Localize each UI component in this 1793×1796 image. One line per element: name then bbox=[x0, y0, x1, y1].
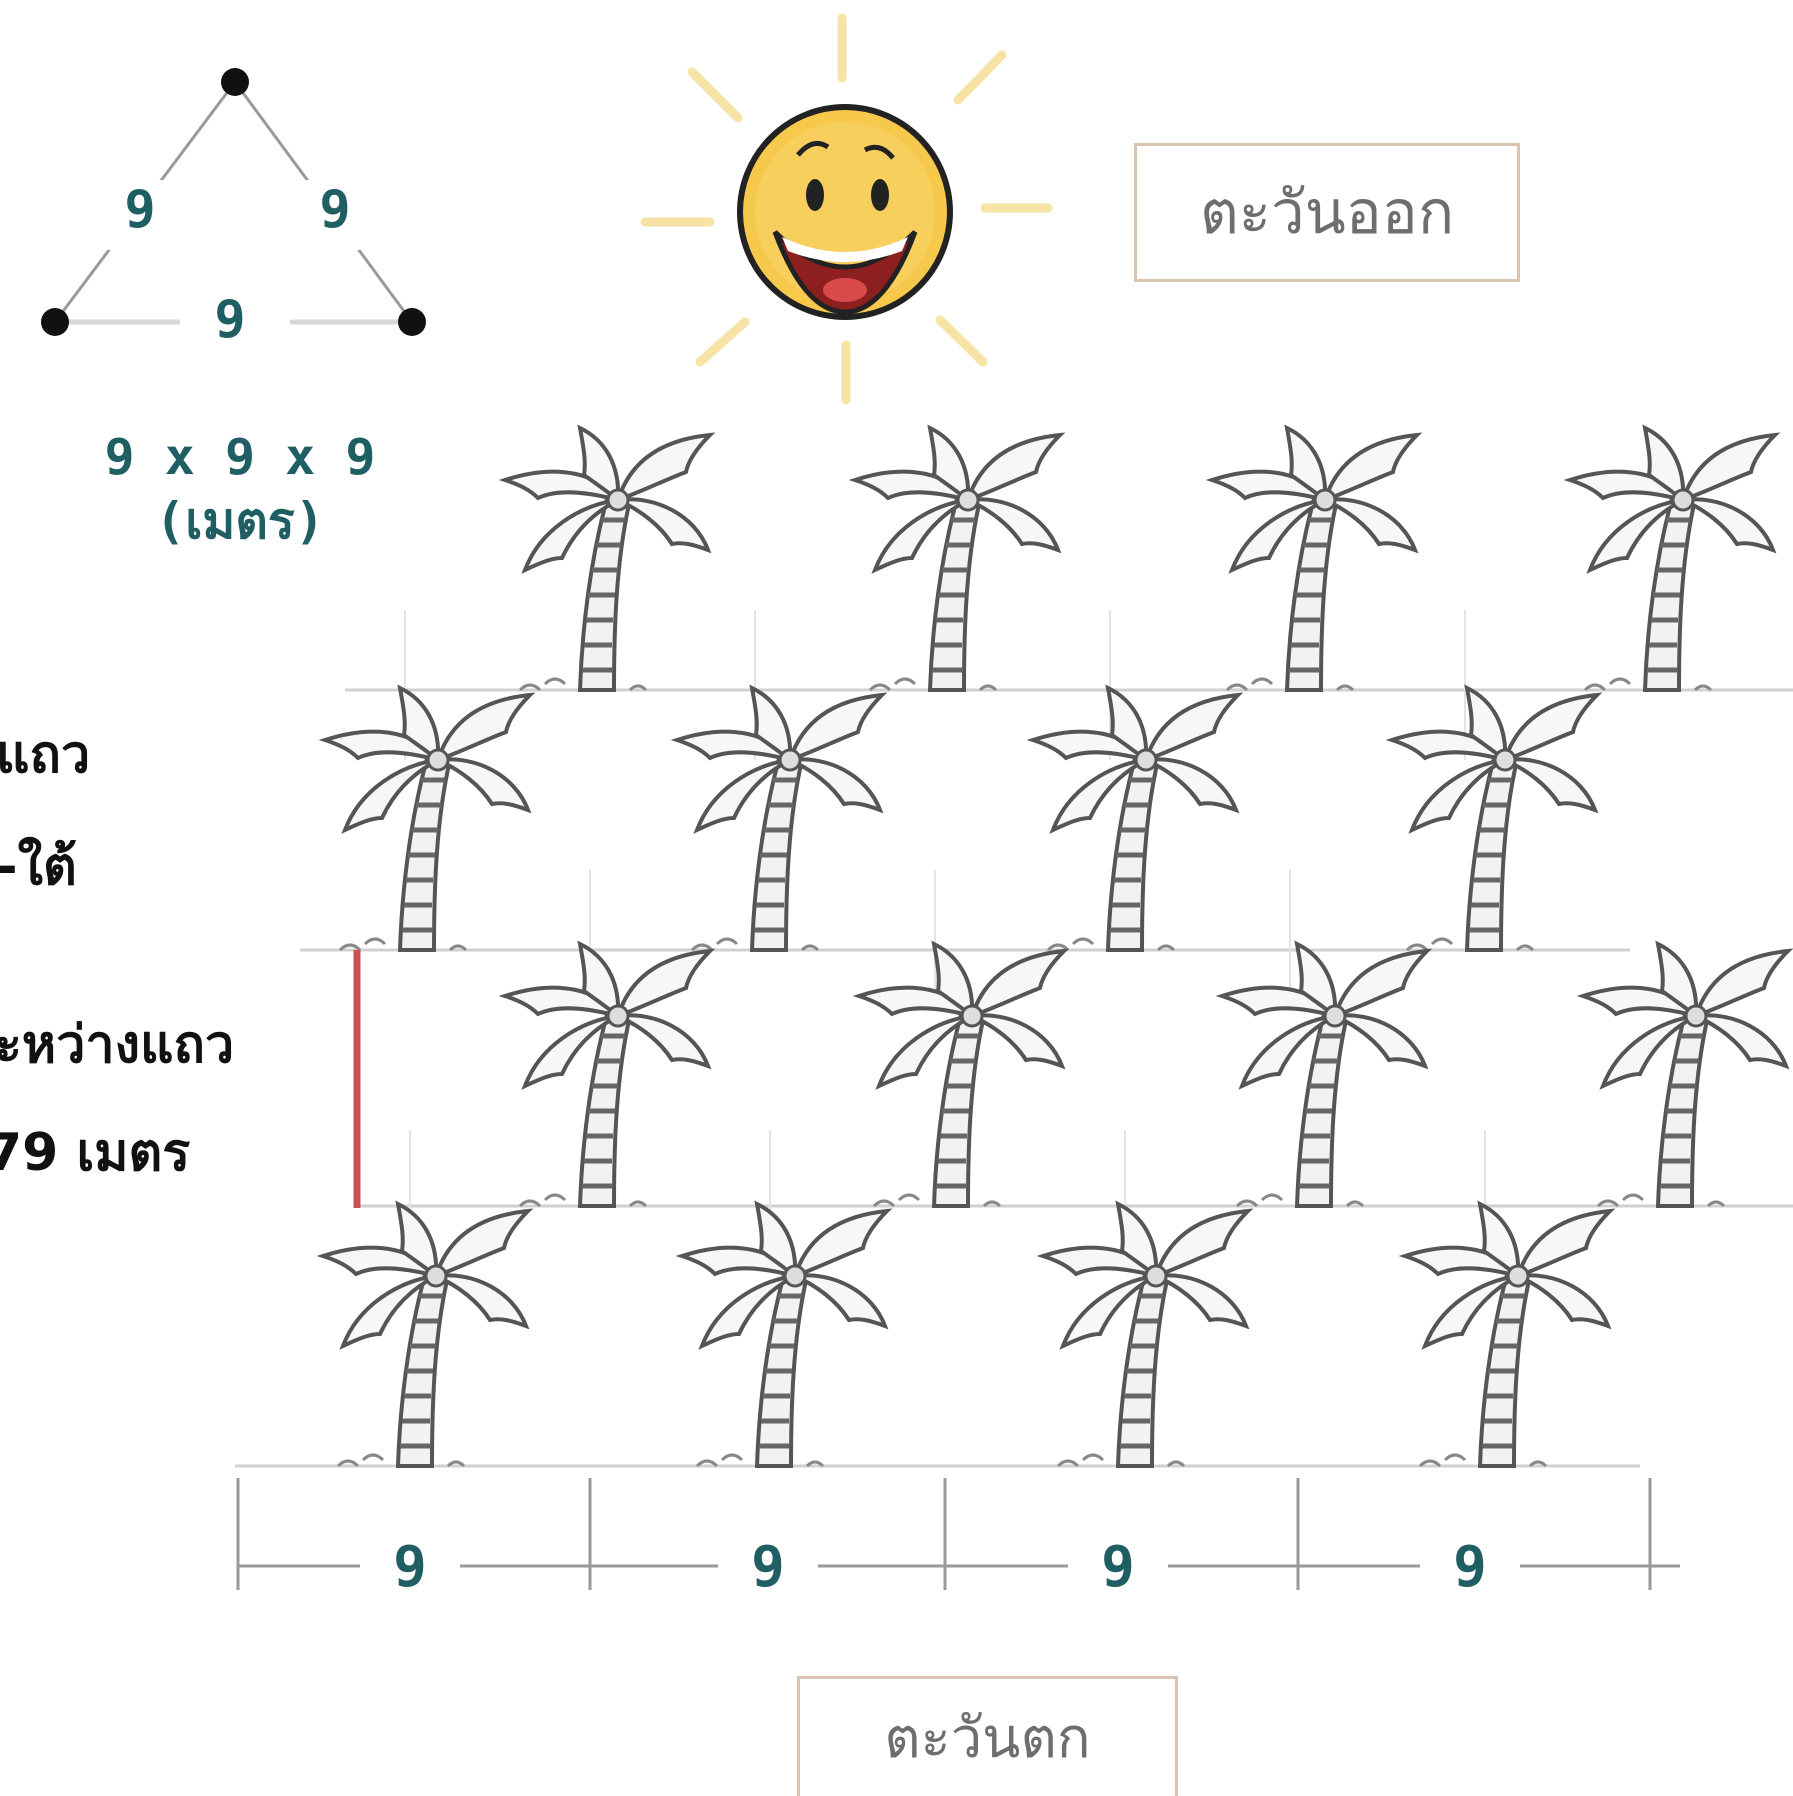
note-line-3: ะหว่างแถว bbox=[0, 1015, 235, 1075]
note-line-4: 79 เมตร bbox=[0, 1123, 191, 1183]
palm-tree-icon bbox=[505, 428, 710, 690]
palm-tree-icon bbox=[1222, 944, 1427, 1206]
palm-tree-icon bbox=[1033, 688, 1238, 950]
spacing-label-4: 9 bbox=[1453, 1535, 1487, 1600]
spacing-label-3: 9 bbox=[1101, 1535, 1135, 1600]
triangle-side-bottom-label: 9 bbox=[214, 290, 246, 350]
triangle-unit: (เมตร) bbox=[155, 492, 325, 550]
palm-tree-icon bbox=[505, 944, 710, 1206]
palm-tree-icon bbox=[1405, 1204, 1610, 1466]
palm-tree-icon bbox=[859, 944, 1064, 1206]
palm-tree-icon bbox=[1212, 428, 1417, 690]
spacing-label-1: 9 bbox=[393, 1535, 427, 1600]
triangle-side-right-label: 9 bbox=[319, 180, 351, 240]
note-line-1: แถว bbox=[0, 725, 91, 785]
west-label: ตะวันตก bbox=[884, 1706, 1091, 1771]
palm-tree-icon bbox=[1583, 944, 1788, 1206]
spacing-label-2: 9 bbox=[751, 1535, 785, 1600]
row-lines bbox=[235, 688, 1793, 1468]
triangle-vertex-top bbox=[221, 68, 249, 96]
triangle-vertex-left bbox=[41, 308, 69, 336]
west-direction-box: ตะวันตก bbox=[797, 1676, 1178, 1796]
palm-tree-icon bbox=[682, 1204, 887, 1466]
triangle-vertex-right bbox=[398, 308, 426, 336]
east-direction-box: ตะวันออก bbox=[1134, 143, 1520, 282]
triangle-formula: 9 x 9 x 9 bbox=[104, 428, 376, 486]
palm-tree-icon bbox=[677, 688, 882, 950]
palm-tree-icon bbox=[1043, 1204, 1248, 1466]
smiling-sun-icon bbox=[737, 104, 953, 320]
palm-tree-icon bbox=[1570, 428, 1775, 690]
triangle-side-left-label: 9 bbox=[124, 180, 156, 240]
note-line-2: -ใต้ bbox=[0, 837, 77, 897]
palm-tree-icon bbox=[1392, 688, 1597, 950]
palm-tree-icon bbox=[323, 1204, 528, 1466]
east-label: ตะวันออก bbox=[1199, 178, 1455, 248]
notes-panel: แถว -ใต้ ะหว่างแถว 79 เมตร bbox=[0, 700, 300, 1220]
palm-tree-icon bbox=[855, 428, 1060, 690]
sun-rays bbox=[640, 13, 1053, 405]
palm-tree-icon bbox=[325, 688, 530, 950]
